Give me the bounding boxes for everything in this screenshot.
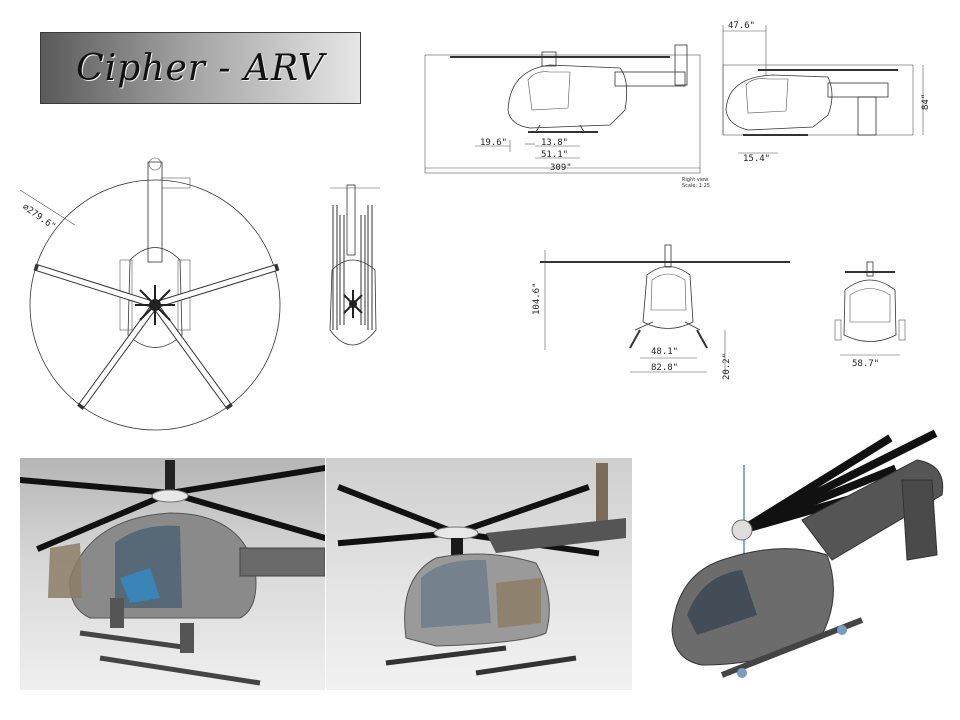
- dim-15-4: 15.4": [743, 154, 770, 164]
- rotor-diameter-label: ∅279.6": [20, 202, 57, 232]
- dim-19-6: 19.6": [480, 138, 507, 148]
- front-view-drawing: 104.6" 48.1" 82.8" 20.2": [532, 244, 790, 380]
- dim-51-1: 51.1": [541, 150, 568, 160]
- dim-104-6: 104.6": [532, 282, 542, 315]
- render-2: [326, 458, 632, 690]
- top-view-folded-drawing: [329, 184, 380, 346]
- dim-84: 84": [921, 94, 931, 110]
- rear-view-drawing: 58.7": [834, 261, 906, 369]
- dim-13-8: 13.8": [541, 138, 568, 148]
- title-banner: Cipher - ARV: [40, 32, 361, 104]
- top-view-drawing: ∅279.6": [19, 157, 281, 431]
- view-label: Right view: [682, 177, 708, 183]
- scale-label: Scale: 1:25: [682, 183, 710, 189]
- dim-82-8: 82.8": [651, 363, 678, 373]
- render-1: [20, 458, 325, 690]
- dim-48-1: 48.1": [651, 347, 678, 357]
- dim-47-6: 47.6": [728, 21, 755, 31]
- page-title: Cipher - ARV: [76, 47, 325, 89]
- side-view-small-drawing: 47.6" 15.4" 84": [722, 21, 931, 164]
- dim-58-7: 58.7": [852, 359, 879, 369]
- dim-20-2: 20.2": [722, 353, 732, 380]
- render-3: [662, 425, 952, 695]
- dim-309: 309": [550, 163, 572, 173]
- side-view-drawing: 19.6" 13.8" 51.1" 309" Right view Scale:…: [424, 44, 710, 189]
